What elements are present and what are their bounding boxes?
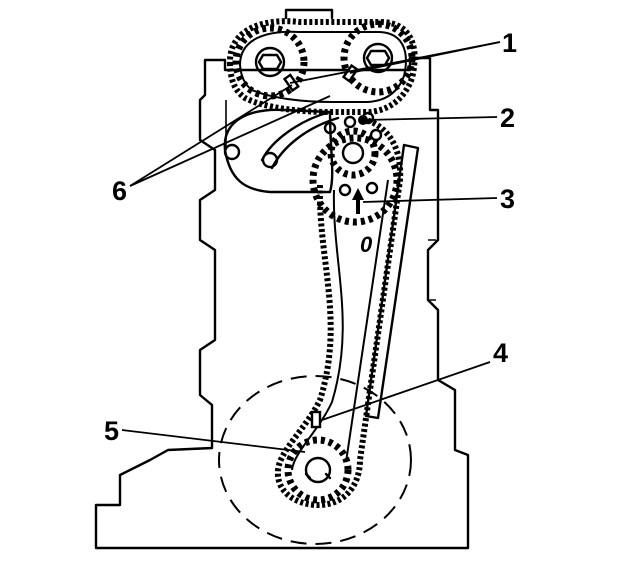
crankshaft-keyway: [304, 472, 332, 480]
intake-camshaft-hub: [254, 46, 286, 78]
callout-label-4: 4: [493, 338, 508, 368]
tensioner-guide-upper: [260, 110, 340, 170]
idler-hole-4: [369, 128, 383, 142]
upper-timing-chain: [226, 18, 418, 115]
intake-camshaft-sprocket: [232, 24, 308, 100]
callout-label-3: 3: [500, 184, 515, 214]
exhaust-camshaft-hub: [362, 42, 394, 74]
callout-3-leader: [362, 197, 498, 203]
crankshaft-sprocket: [284, 436, 352, 504]
balance-shaft-housing: [223, 108, 334, 194]
callout-6-leader-a: [129, 84, 293, 187]
idler-hole-6: [365, 181, 379, 195]
cam-cover: [284, 8, 334, 20]
callout-1-leader-b: [349, 41, 501, 74]
intermediate-sprocket-small: [327, 127, 379, 179]
engine-block-outline: [94, 56, 470, 550]
crankshaft-hub: [304, 456, 332, 484]
intake-camshaft-bolt: [257, 53, 283, 71]
primary-chain-inner-right: [345, 179, 389, 463]
callout-label-1: 1: [502, 28, 517, 58]
intermediate-sprocket-hub: [341, 141, 365, 165]
callout-6-leader-b: [129, 95, 331, 187]
callout-2-leader: [364, 116, 498, 121]
callout-label-5: 5: [104, 416, 119, 446]
exhaust-camshaft-bolt: [365, 49, 391, 67]
callout-label-2: 2: [500, 103, 515, 133]
fixed-chain-guide: [364, 143, 420, 420]
idler-hole-1: [323, 121, 337, 135]
crankshaft-flywheel-dashed: [218, 375, 412, 545]
housing-bolt-1: [223, 143, 241, 161]
idler-hole-5: [338, 183, 352, 197]
crankshaft-timing-mark: [310, 410, 322, 429]
timing-arrow-3: [352, 188, 364, 214]
idler-hole-2: [343, 115, 357, 129]
chain-timing-mark-0: 0: [360, 232, 373, 257]
housing-bolt-2: [261, 151, 279, 169]
callout-label-6: 6: [112, 176, 127, 206]
exhaust-camshaft-sprocket: [340, 20, 416, 96]
callout-4-leader: [321, 361, 491, 421]
callout-5-leader: [121, 429, 306, 453]
